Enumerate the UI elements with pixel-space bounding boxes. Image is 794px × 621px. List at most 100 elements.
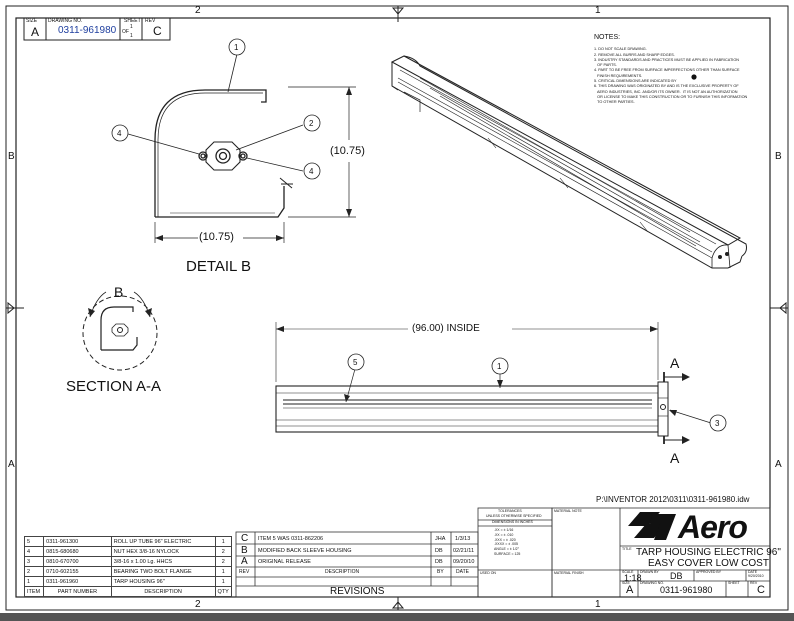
zone-right-b: B [775,151,782,162]
balloon-4b-detail [303,162,321,180]
bom-cell: 0311-961960 [43,576,112,587]
rev-header-rev: REV [239,569,250,575]
tol-line: .XXXX = ± .005 [494,542,519,547]
bom-cell: 1 [214,566,233,577]
balloon-1-elevation [491,357,509,375]
tol-title: TOLERANCES [498,509,522,513]
tb-size-label: SIZE [622,581,630,585]
zone-bottom-2: 2 [195,599,201,610]
rev-row-desc: ITEM 5 WAS 0311-862206 [258,536,324,542]
rev-row-by: DB [435,559,443,565]
bom-cell: NUT HEX 3/8-16 NYLOCK [110,546,216,557]
corner-rev: C [153,24,162,38]
balloon-2-detail [303,114,321,132]
zone-top-2: 2 [195,5,201,16]
rev-row-letter: C [241,533,249,544]
critical-dimension-icon [691,74,697,80]
zone-left-b: B [8,151,15,162]
balloon-1-detail-label: 1 [234,43,239,52]
tol-line: SURFACE = 125 [494,551,521,556]
bom-cell: 2 [23,566,45,577]
tol-line: .XX = ± .010 [494,532,514,537]
viewer-bottom-bar [0,613,794,621]
detail-b-view [154,89,293,218]
note-line: 1. DO NOT SCALE DRAWING. [594,47,647,52]
balloon-1-elevation-label: 1 [497,362,502,371]
bom-cell: TARP HOUSING 96" [110,576,216,587]
section-aa-view [82,291,158,371]
rev-row-date: 09/20/10 [453,559,475,565]
isometric-view [390,55,747,269]
corner-sheet-label: SHEET [124,18,141,24]
tol-line: ANGLE = ± 1/2° [494,547,520,552]
balloon-1-detail [228,38,246,56]
section-a-bottom-letter: A [670,450,680,466]
tol-units: DIMENSIONS IN INCHES [492,520,533,524]
overall-length-dim: (96.00) INSIDE [412,323,480,334]
file-path: P:\INVENTOR 2012\0311\0311-961980.idw [596,495,750,504]
rev-row-desc: ORIGINAL RELEASE [258,559,311,565]
balloon-4a-detail-label: 4 [117,129,122,138]
bom-cell: 0311-961300 [43,536,112,547]
center-mark-right-icon [779,301,787,315]
tb-dwg-label: DRAWING NO. [640,581,664,585]
note-line: 4. PART TO BE FREE FROM SURFACE IMPERFEC… [594,68,740,73]
bom-header: ITEM [23,586,45,597]
corner-dwg-label: DRAWING NO. [48,18,83,24]
notes-title: NOTES: [594,34,621,41]
bom-header: QTY [214,586,233,597]
note-line: OR LICENSE TO MAKE THIS CONSTRUCTION OR … [594,94,748,99]
rev-row-letter: A [241,556,248,567]
drawing-title-line1: TARP HOUSING ELECTRIC 96" [636,547,781,558]
material-finish-label: MATERIAL FINISH [554,571,584,575]
bom-cell: 1 [214,576,233,587]
bom-cell: 1 [23,576,45,587]
center-mark-top-icon [391,7,405,15]
drawn-by-value: DB [670,571,683,581]
rev-row-by: JHA [435,536,446,542]
tolerance-lines: .XX = ± 1/16 .XX = ± .010 .XXX = ± .020 … [494,528,520,557]
corner-of-label: OF [122,29,129,35]
balloon-2-detail-label: 2 [309,119,314,128]
aero-logo-text: Aero [678,509,748,545]
balloon-5-elevation [347,353,365,371]
tb-size: A [626,584,634,596]
bom-cell: 0815-680680 [43,546,112,557]
used-on-label: USED ON [480,571,496,575]
bom-cell: 2 [214,556,233,567]
balloon-3-elevation-label: 3 [715,419,720,428]
bom-cell: 0710-602155 [43,566,112,577]
rev-header-desc: DESCRIPTION [325,569,360,575]
note-line: 5. CRITICAL DIMENSIONS ARE INDICATED BY [594,79,677,84]
bom-cell: 4 [23,546,45,557]
rev-header-date: DATE [456,569,469,575]
zone-top-1: 1 [595,5,601,16]
bom-cell: 3/8-16 x 1.00 Lg. HHCS [110,556,216,567]
corner-size: A [31,25,40,39]
note-line: 2. REMOVE ALL BURRS AND SHARP EDGES. [594,52,675,57]
bom-header: DESCRIPTION [110,586,216,597]
tol-line: .XX = ± 1/16 [494,528,514,532]
balloon-3-elevation [709,414,727,432]
drawing-title-line2: EASY COVER LOW COST [648,558,769,569]
corner-drawing-number: 0311-961980 [58,25,117,36]
bom-cell: ROLL UP TUBE 96" ELECTRIC [110,536,216,547]
rev-row-letter: B [241,545,248,556]
rev-row-date: 1/3/13 [455,536,471,542]
corner-rev-label: REV [145,18,156,24]
drawn-by-label: DRAWN BY [640,570,659,574]
balloon-5-elevation-label: 5 [353,358,358,367]
corner-size-label: SIZE [26,18,38,24]
note-line: OF PARTS. [594,63,617,68]
note-line: AERO INDUSTRIES, INC. AND/OR ITS OWNER. … [594,89,738,94]
rev-row-by: DB [435,548,443,554]
tb-sheet-label: SHEET [728,581,740,585]
detail-dim-horizontal: (10.75) [199,231,234,243]
section-view-letter: B [114,284,124,300]
notes-lines: 1. DO NOT SCALE DRAWING.2. REMOVE ALL BU… [594,42,766,116]
note-line: FINISH REQUIREMENTS. [594,73,643,78]
section-a-top-letter: A [670,355,680,371]
title-label: TITLE [622,547,632,551]
